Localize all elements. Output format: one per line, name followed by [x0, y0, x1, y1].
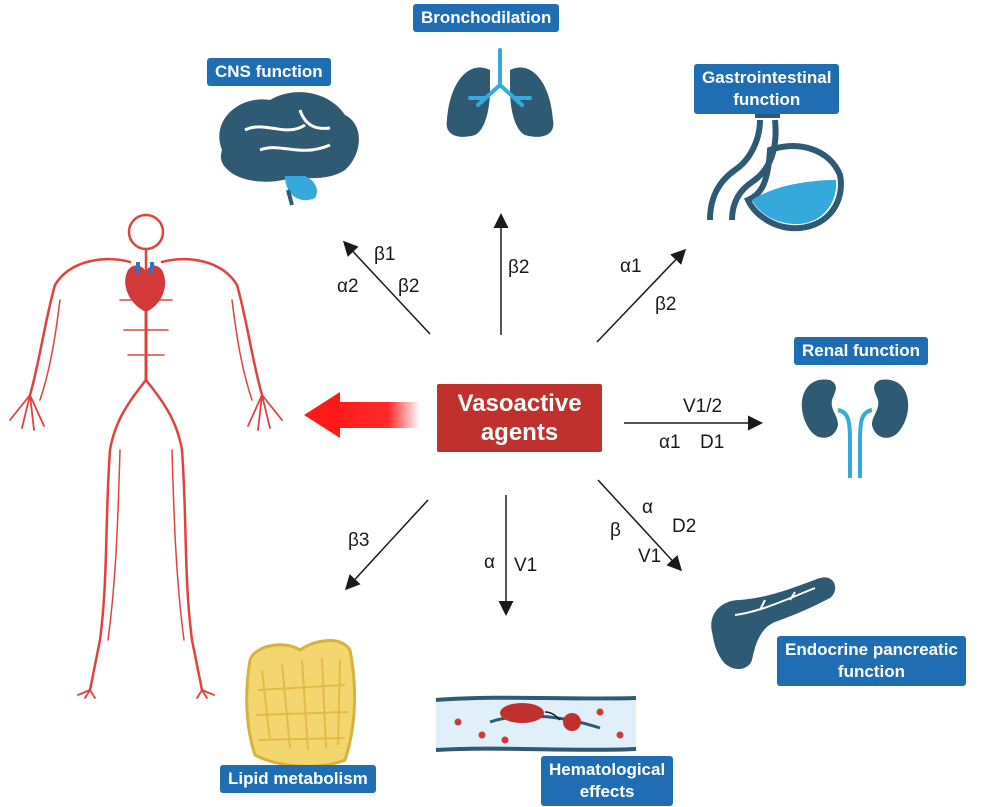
- blood-vessel-icon: [435, 695, 637, 752]
- kidneys-icon: [801, 379, 909, 478]
- receptor-renal-2: α1: [659, 432, 681, 453]
- arrow-to-lipid: [344, 499, 429, 591]
- receptor-cns-3: β2: [398, 276, 420, 297]
- receptor-gastro-2: β2: [655, 294, 677, 315]
- endocrine-line2: function: [837, 662, 905, 681]
- endocrine-line1: Endocrine pancreatic: [785, 640, 958, 659]
- tag-hematological-effects: Hematological effects: [541, 756, 674, 806]
- lungs-icon: [446, 48, 554, 137]
- tag-renal-function: Renal function: [794, 337, 929, 365]
- receptor-cns-2: α2: [337, 276, 359, 297]
- receptor-cns-1: β1: [374, 244, 396, 265]
- receptor-endocrine-4: V1: [638, 546, 662, 567]
- receptor-endocrine-3: β: [610, 520, 621, 541]
- vasoactive-agents-box: Vasoactive agents: [437, 384, 602, 452]
- tag-gastrointestinal-function: Gastrointestinal function: [694, 64, 840, 114]
- receptor-lipid-1: β3: [348, 530, 370, 551]
- center-label-line2: agents: [480, 419, 559, 446]
- pancreas-icon: [711, 577, 836, 669]
- big-red-arrow: [304, 392, 420, 438]
- tag-cns-function: CNS function: [207, 58, 331, 86]
- vascular-body-figure: [9, 213, 283, 699]
- gastro-line2: function: [733, 90, 801, 109]
- receptor-gastro-1: α1: [620, 256, 642, 277]
- hematological-line2: effects: [579, 782, 635, 801]
- receptor-renal-3: D1: [700, 432, 725, 453]
- receptor-endocrine-1: α: [642, 497, 653, 518]
- receptor-renal-1: V1/2: [683, 396, 723, 417]
- brain-icon: [219, 92, 359, 206]
- tag-endocrine-pancreatic-function: Endocrine pancreatic function: [777, 636, 966, 686]
- tag-lipid-metabolism: Lipid metabolism: [220, 765, 376, 793]
- adipose-tissue-icon: [245, 639, 357, 768]
- arrow-to-gastro: [596, 248, 687, 343]
- receptor-endocrine-2: D2: [672, 516, 697, 537]
- hematological-line1: Hematological: [549, 760, 666, 779]
- receptor-hematological-2: V1: [514, 555, 538, 576]
- receptor-hematological-1: α: [484, 552, 495, 573]
- heart-icon: [125, 262, 166, 312]
- gastro-line1: Gastrointestinal: [702, 68, 832, 87]
- tag-bronchodilation: Bronchodilation: [413, 4, 560, 32]
- stomach-icon: [707, 112, 844, 232]
- center-label-line1: Vasoactive: [457, 390, 582, 417]
- arrow-to-cns: [342, 240, 431, 335]
- arrow-to-endocrine: [597, 479, 683, 572]
- receptor-bronchodilation-1: β2: [508, 257, 530, 278]
